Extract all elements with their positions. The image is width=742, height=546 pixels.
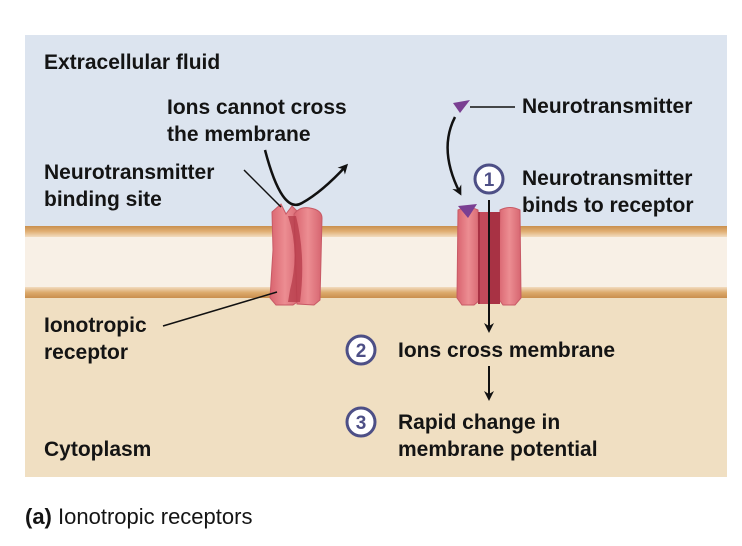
- step-1-text-line1: Neurotransmitter: [522, 167, 693, 190]
- cytoplasm-region: [25, 296, 727, 477]
- ions-cannot-cross-label-line1: Ions cannot cross: [167, 96, 347, 119]
- step-3-number: 3: [356, 413, 367, 434]
- binding-site-label-line1: Neurotransmitter: [44, 161, 215, 184]
- caption-letter: (a): [25, 504, 52, 529]
- step-2-badge: 2: [345, 334, 377, 366]
- ionotropic-receptor-label-line1: Ionotropic: [44, 314, 147, 337]
- binding-site-label-line2: binding site: [44, 188, 162, 211]
- neurotransmitter-label: Neurotransmitter: [522, 95, 693, 118]
- neurotransmitter-molecule: [453, 100, 470, 113]
- membrane-top-stripe: [25, 226, 727, 237]
- step-1-badge: 1: [473, 163, 505, 195]
- caption-text: Ionotropic receptors: [58, 504, 253, 529]
- step-2-number: 2: [356, 341, 367, 362]
- binding-arrow: [446, 116, 462, 196]
- step-3-text-line2: membrane potential: [398, 438, 598, 461]
- ions-cannot-cross-label-line2: the membrane: [167, 123, 311, 146]
- membrane-bottom-stripe: [25, 287, 727, 298]
- binding-site-leader-line: [243, 169, 282, 208]
- ionotropic-receptor-label-line2: receptor: [44, 341, 129, 364]
- receptor-leader-line: [162, 291, 278, 327]
- extracellular-fluid-label: Extracellular fluid: [44, 51, 221, 74]
- step-1-text-line2: binds to receptor: [522, 194, 694, 217]
- step-3-text-line1: Rapid change in: [398, 411, 561, 434]
- figure-caption: (a) Ionotropic receptors: [25, 504, 252, 530]
- membrane-core: [25, 226, 727, 298]
- step-2-text: Ions cross membrane: [398, 339, 616, 362]
- bound-neurotransmitter: [458, 204, 477, 218]
- step-3-badge: 3: [345, 406, 377, 438]
- ions-blocked-arrow: [263, 149, 349, 206]
- cytoplasm-label: Cytoplasm: [44, 438, 152, 461]
- step-1-number: 1: [484, 170, 495, 191]
- open-ionotropic-receptor: [456, 207, 522, 306]
- closed-ionotropic-receptor: [269, 203, 323, 306]
- extracellular-region: [25, 35, 727, 228]
